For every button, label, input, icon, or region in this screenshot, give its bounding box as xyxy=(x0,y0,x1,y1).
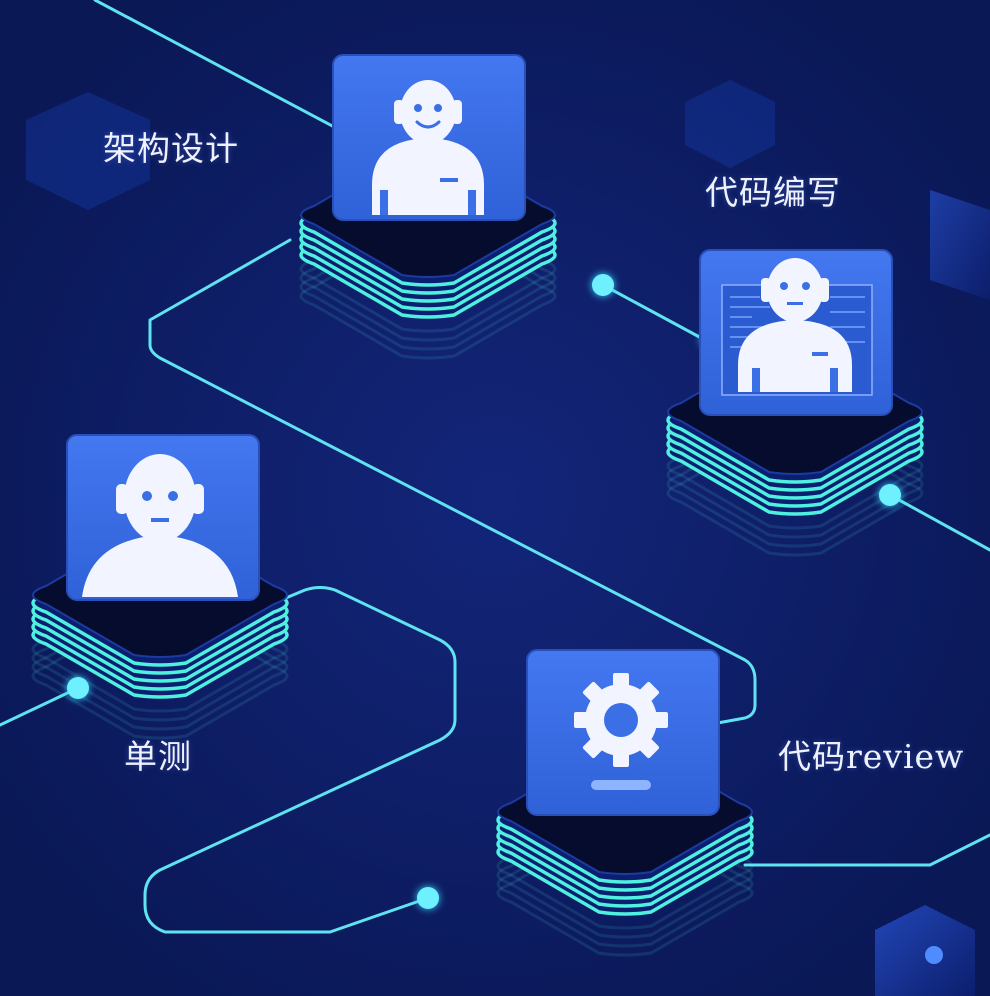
wire-node-dot xyxy=(67,677,89,699)
decor-hexagon xyxy=(930,190,990,300)
card-code[interactable] xyxy=(699,249,893,416)
wire-unit-left xyxy=(0,686,80,727)
card-arch[interactable] xyxy=(332,54,526,221)
robot-smile-icon xyxy=(372,80,484,215)
label-code: 代码编写 xyxy=(705,173,841,212)
card-unit[interactable] xyxy=(66,434,260,601)
wire-code xyxy=(601,283,707,342)
wire-unit-loop xyxy=(143,586,457,934)
decor-hexagon xyxy=(685,80,775,168)
wire-arch-to-review xyxy=(148,238,757,730)
progress-pill xyxy=(591,780,651,790)
label-review: 代码review xyxy=(778,737,965,776)
label-unit: 单测 xyxy=(124,737,192,776)
robot-screen-icon xyxy=(738,258,852,392)
decor-hexagon xyxy=(26,92,150,210)
label-arch: 架构设计 xyxy=(103,129,239,168)
robot-plain-icon xyxy=(82,454,238,597)
card-review[interactable] xyxy=(526,649,720,816)
decor-hexagon xyxy=(875,905,975,996)
wire-node-dot xyxy=(417,887,439,909)
wire-node-dot xyxy=(879,484,901,506)
wire-out-code xyxy=(888,493,990,552)
wire-review-out xyxy=(743,833,990,867)
wire-in xyxy=(93,0,357,140)
decor-dot xyxy=(925,946,943,964)
gear-icon xyxy=(574,673,668,767)
wire-node-dot xyxy=(592,274,614,296)
connection-wires xyxy=(0,0,990,934)
